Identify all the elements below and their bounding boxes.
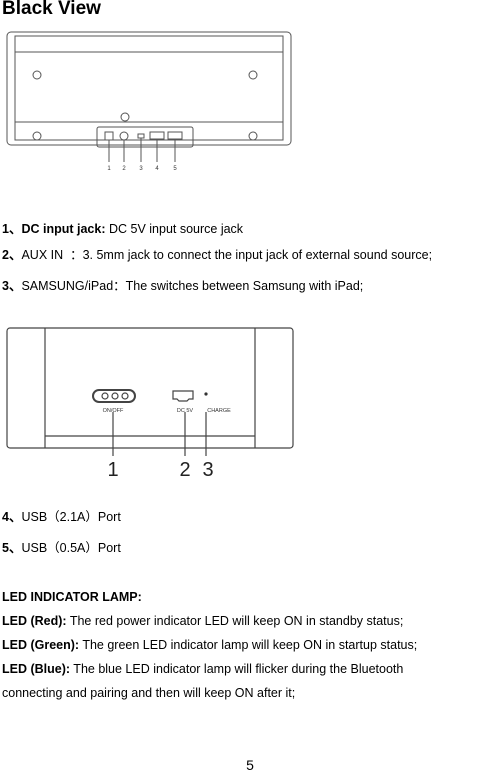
- list-item: 3、SAMSUNG/iPad：The switches between Sams…: [2, 279, 364, 293]
- callout-1: 1: [107, 166, 111, 172]
- led-item: LED (Green): The green LED indicator lam…: [2, 638, 418, 652]
- panel-outline: [6, 327, 294, 449]
- led-continuation: connecting and pairing and then will kee…: [2, 686, 296, 700]
- dc-jack-icon: [104, 131, 114, 141]
- callout-2: 2: [122, 166, 126, 172]
- switch-icon: [137, 133, 145, 139]
- side-view-figure: ON/OFF DC 5V CHARGE 1 2 3: [6, 327, 294, 481]
- on-off-label: ON/OFF: [103, 408, 124, 414]
- list-item: 5、USB（0.5A）Port: [2, 541, 121, 555]
- callout-5: 5: [173, 166, 177, 172]
- screw-icon: [248, 131, 258, 141]
- port-panel: [96, 126, 194, 148]
- dc-port-icon: [172, 390, 194, 402]
- screw-icon: [32, 131, 42, 141]
- page-heading: Black View: [2, 0, 101, 19]
- power-switch-icon: [92, 389, 136, 403]
- callout-4: 4: [155, 166, 159, 172]
- back-view-figure: 1 2 3 4 5: [6, 31, 292, 172]
- list-item: 4、USB（2.1A）Port: [2, 510, 121, 524]
- led-heading: LED INDICATOR LAMP:: [2, 590, 142, 604]
- screw-icon: [248, 70, 258, 80]
- callout-2: 2: [179, 459, 190, 481]
- screw-icon: [120, 112, 130, 122]
- charge-led-icon: [204, 392, 208, 396]
- screw-icon: [32, 70, 42, 80]
- led-item: LED (Blue): The blue LED indicator lamp …: [2, 662, 404, 676]
- usb-port-icon: [149, 131, 165, 140]
- device-inner: [14, 35, 284, 141]
- callout-1: 1: [107, 459, 118, 481]
- list-item: 1、DC input jack: DC 5V input source jack: [2, 222, 244, 236]
- aux-jack-icon: [119, 131, 129, 141]
- callout-3: 3: [202, 459, 213, 481]
- led-item: LED (Red): The red power indicator LED w…: [2, 614, 404, 628]
- device-outline: [6, 31, 292, 146]
- dc-5v-label: DC 5V: [177, 408, 194, 414]
- usb-port-icon: [167, 131, 183, 140]
- callout-3: 3: [139, 166, 143, 172]
- list-item: 2、AUX IN ：3. 5mm jack to connect the inp…: [2, 248, 433, 262]
- charge-label: CHARGE: [207, 408, 231, 414]
- page-number: 5: [246, 757, 254, 773]
